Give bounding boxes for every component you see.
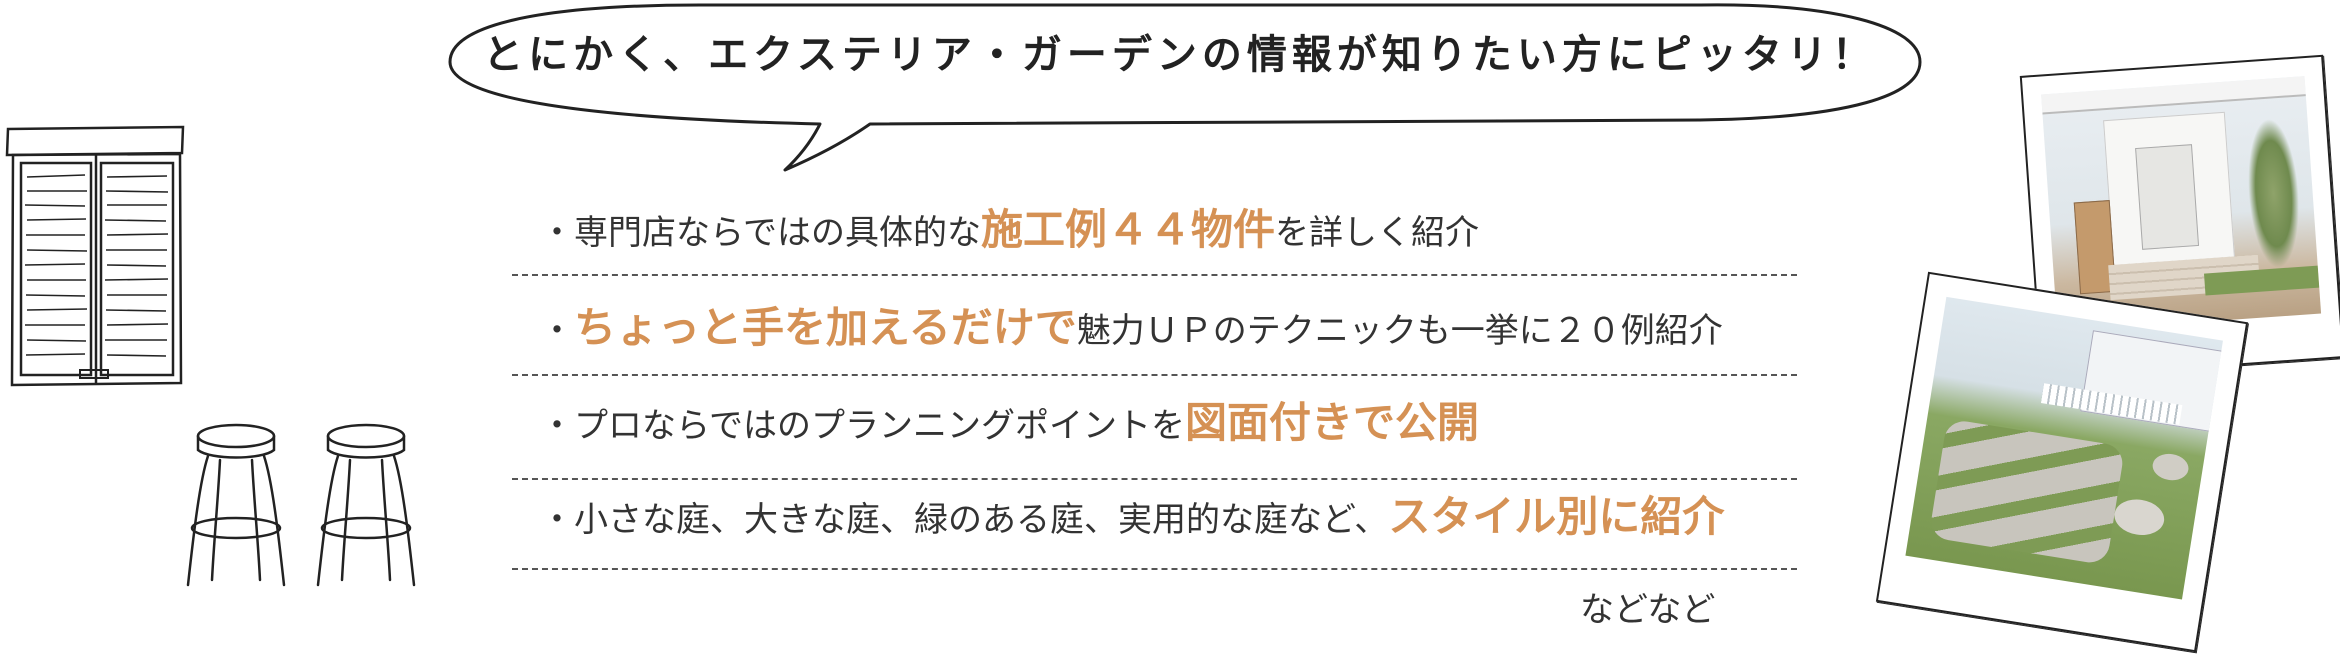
- divider-line-2: [512, 374, 1797, 376]
- feature-4-prefix: ・小さな庭、大きな庭、緑のある庭、実用的な庭など、: [540, 500, 1389, 540]
- polaroid-photo-icon: [1875, 271, 2249, 653]
- garden-photo: [1905, 296, 2223, 600]
- entrance-photo: [2041, 76, 2322, 332]
- bar-stool-icon: [186, 423, 416, 587]
- feature-4-highlight: スタイル別に紹介: [1388, 492, 1725, 541]
- feature-row-3: ・プロならではのプランニングポイントを図面付きで公開: [540, 393, 1479, 456]
- feature-1-highlight: 施工例４４物件: [980, 205, 1275, 254]
- footer-etc: などなど: [1580, 590, 1716, 630]
- feature-2-highlight: ちょっと手を加えるだけで: [574, 303, 1077, 352]
- divider-line-1: [512, 274, 1797, 276]
- divider-line-3: [512, 478, 1797, 480]
- pergola-beam: [2041, 76, 2306, 115]
- feature-2-suffix: 魅力ＵＰのテクニックも一挙に２０例紹介: [1076, 311, 1723, 351]
- bubble-text: とにかく、エクステリア・ガーデンの情報が知りたい方にピッタリ！: [483, 32, 1877, 78]
- feature-2-prefix: ・: [540, 311, 574, 351]
- feature-3-highlight: 図面付きで公開: [1184, 398, 1479, 447]
- entrance-door: [2135, 144, 2200, 250]
- feature-row-2: ・ちょっと手を加えるだけで魅力ＵＰのテクニックも一挙に２０例紹介: [540, 298, 1723, 361]
- garden-rock: [2111, 496, 2167, 539]
- garden-rock: [2150, 451, 2191, 483]
- divider-line-4: [512, 568, 1797, 570]
- feature-row-1: ・専門店ならではの具体的な施工例４４物件を詳しく紹介: [540, 200, 1479, 263]
- garden-tree: [2243, 116, 2304, 271]
- feature-3-prefix: ・プロならではのプランニングポイントを: [540, 406, 1185, 446]
- shutter-window-icon: [5, 125, 185, 387]
- feature-1-prefix: ・専門店ならではの具体的な: [540, 213, 981, 253]
- feature-row-4: ・小さな庭、大きな庭、緑のある庭、実用的な庭など、スタイル別に紹介: [540, 487, 1724, 550]
- stepping-stones: [1928, 418, 2126, 566]
- feature-1-suffix: を詳しく紹介: [1275, 213, 1479, 253]
